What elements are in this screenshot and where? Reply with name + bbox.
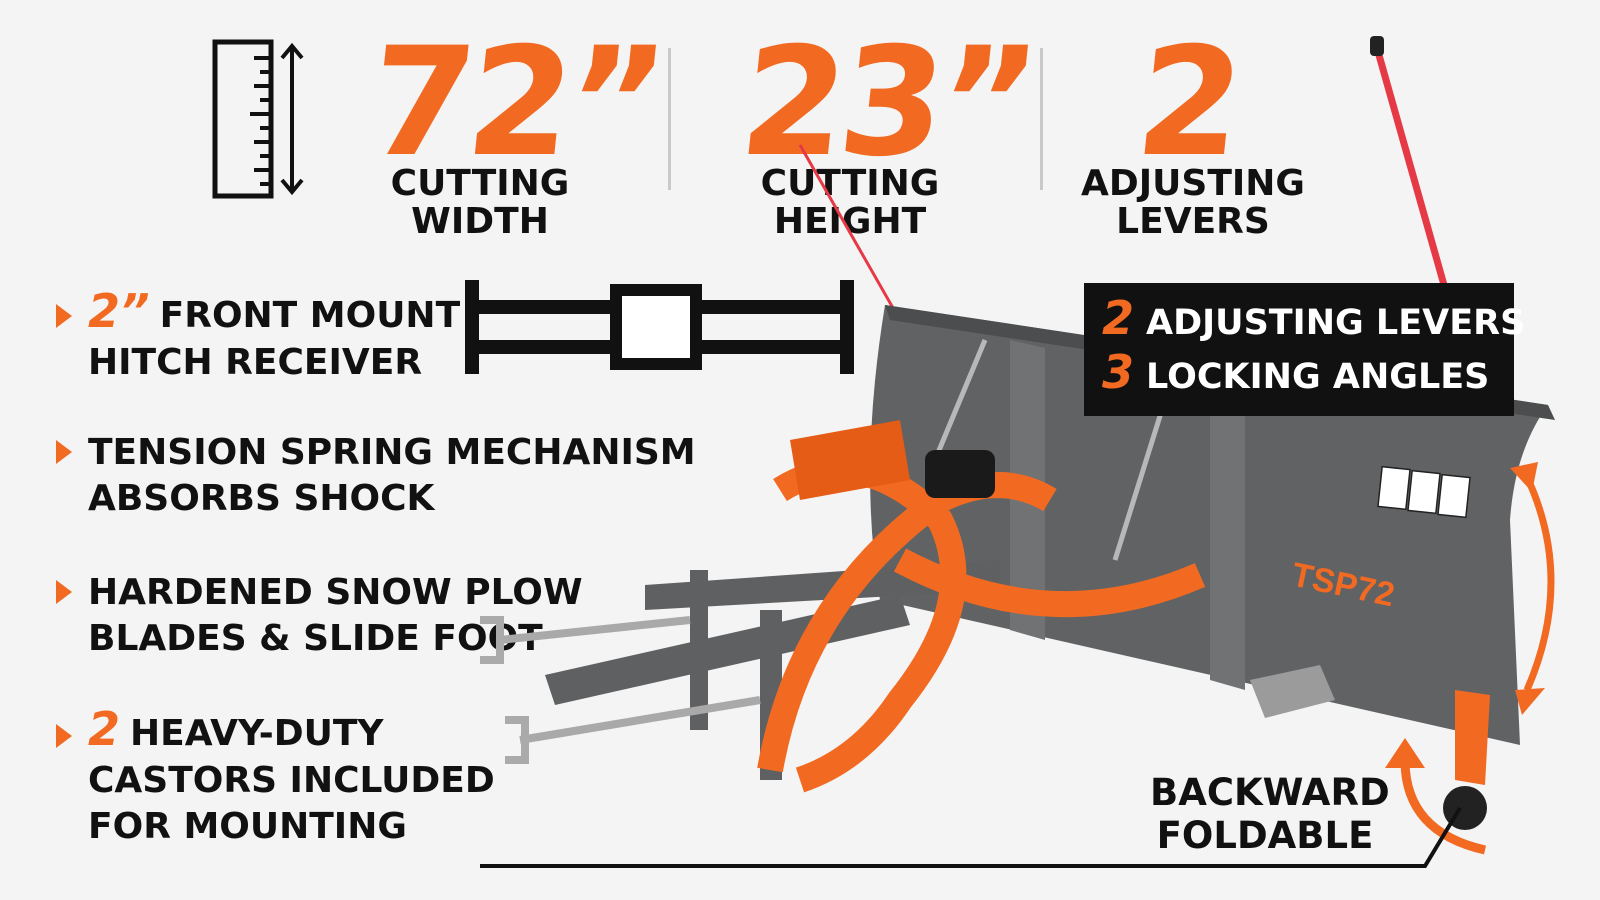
bullet-arrow-icon [56,304,72,328]
fold-label-line1: BACKWARD [1150,771,1390,814]
snow-plow-image: TSP72 [480,36,1555,868]
adjusting-levers-label: ADJUSTING LEVERS [1078,165,1308,241]
lever-rod-left [798,144,895,309]
spec-divider [668,48,671,190]
feature-number: 2 [88,702,121,756]
fold-arrow-icon [1400,759,1486,855]
bullet-arrow-icon [56,580,72,604]
hitch-receiver-icon [465,280,854,374]
bullet-arrow-icon [56,724,72,748]
feature-line: HARDENED SNOW PLOW [88,572,583,613]
fold-label-line2: FOLDABLE [1156,813,1374,857]
tilt-arrow-icon [1523,475,1555,692]
callout-number: 3 [1102,345,1135,399]
spec-divider [1040,48,1043,190]
cutting-width-label: CUTTING WIDTH [390,163,570,242]
callout-text: LOCKING ANGLES [1146,357,1490,397]
adjust-lock-callout: 2 ADJUSTING LEVERS 3 LOCKING ANGLES [1084,283,1525,416]
callout-text: ADJUSTING LEVERS [1146,303,1526,343]
bullet-arrow-icon [56,440,72,464]
adjusting-levers-label-line1: ADJUSTING [1081,163,1305,204]
feature-line: CASTORS INCLUDED [88,760,495,802]
backward-foldable-label: BACKWARD FOLDABLE [1150,771,1390,857]
winch-motor [925,450,995,498]
feature-line: TENSION SPRING MECHANISM [88,432,696,473]
baseline-line [480,806,1462,868]
cutting-height-label: CUTTING HEIGHT [760,163,940,242]
feature-number: 2” [88,284,150,338]
castor-bracket [1455,690,1490,785]
feature-line: BLADES & SLIDE FOOT [88,617,543,659]
slide-foot [1250,665,1335,718]
feature-line: ABSORBS SHOCK [88,477,435,519]
feature-line: HEAVY-DUTY [130,713,384,754]
adjusting-levers-label-line2: LEVERS [1116,200,1270,242]
feature-line: FRONT MOUNT [159,295,461,336]
callout-number: 2 [1102,291,1135,345]
feature-line: FOR MOUNTING [88,806,407,848]
ruler-icon [212,39,304,199]
feature-line: HITCH RECEIVER [88,342,423,384]
